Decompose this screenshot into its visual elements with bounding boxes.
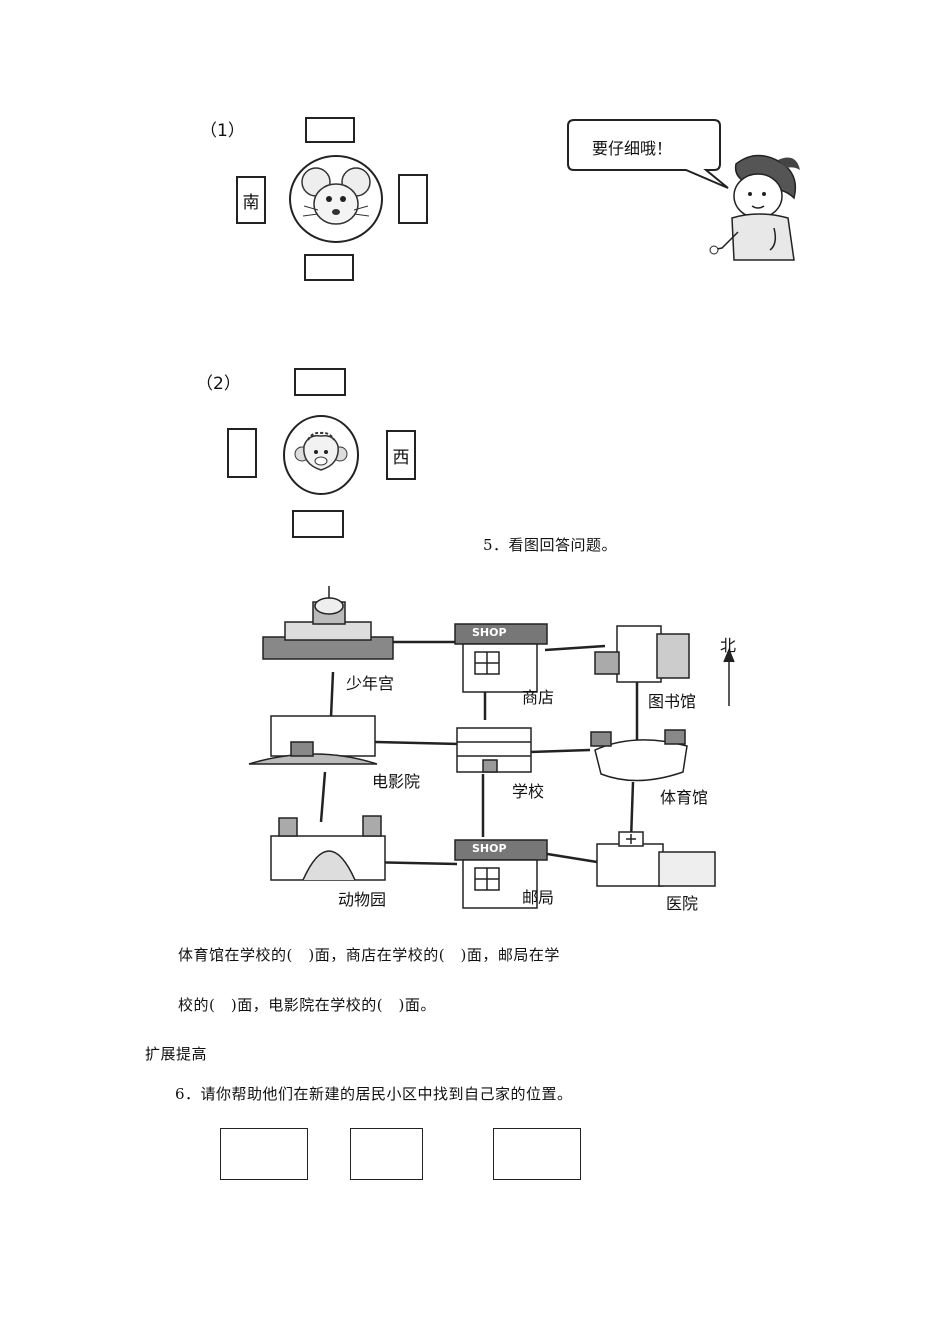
map-label-cinema: 电影院: [372, 772, 421, 791]
map-label-shop: 商店: [522, 688, 555, 707]
q5-title: 5．看图回答问题。: [483, 536, 618, 554]
q6-box-2[interactable]: [350, 1128, 423, 1180]
shop-sign-bottom: SHOP: [472, 842, 507, 855]
map-label-school: 学校: [512, 782, 545, 801]
hospital-building: [596, 831, 716, 887]
part1-number: （1）: [200, 121, 245, 141]
part1-top-box[interactable]: [305, 117, 355, 143]
part2-left-box[interactable]: [227, 428, 257, 478]
speech-bubble: [567, 119, 729, 189]
map-label-zoo: 动物园: [338, 890, 387, 909]
map-label-post-office: 邮局: [522, 888, 555, 907]
post-office-building: [454, 839, 548, 909]
q6-box-3[interactable]: [493, 1128, 581, 1180]
part2-bottom-box[interactable]: [292, 510, 344, 538]
girl-illustration: [709, 154, 800, 261]
map-label-hospital: 医院: [666, 894, 699, 913]
map-label-north: 北: [720, 636, 737, 655]
section-heading: 扩展提高: [145, 1045, 208, 1063]
q6-title: 6．请你帮助他们在新建的居民小区中找到自己家的位置。: [175, 1085, 573, 1103]
part1-right-box[interactable]: [398, 174, 428, 224]
town-map: [248, 586, 735, 909]
zoo-building: [270, 815, 386, 881]
stadium-building: [590, 729, 688, 782]
map-label-youth-palace: 少年宫: [346, 674, 395, 693]
library-building: [594, 625, 690, 683]
part1-left-box[interactable]: 南: [236, 176, 266, 224]
part2-right-box[interactable]: 西: [386, 430, 416, 480]
part2-top-box[interactable]: [294, 368, 346, 396]
q5-sentence-line1: 体育馆在学校的( )面，商店在学校的( )面，邮局在学: [178, 946, 560, 964]
mouse-icon: [289, 155, 383, 243]
school-building: [456, 727, 532, 773]
cinema-building: [248, 715, 378, 765]
sheep-icon: [283, 415, 359, 495]
part2-number: （2）: [196, 374, 241, 394]
map-label-library: 图书馆: [648, 692, 697, 711]
part1-bottom-box[interactable]: [304, 254, 354, 281]
north-arrow: [723, 648, 735, 706]
youth-palace-building: [262, 586, 394, 660]
map-label-stadium: 体育馆: [660, 788, 709, 807]
speech-text: 要仔细哦！: [592, 139, 673, 158]
q6-box-1[interactable]: [220, 1128, 308, 1180]
shop-sign-top: SHOP: [472, 626, 507, 639]
q5-sentence-line2: 校的( )面，电影院在学校的( )面。: [178, 996, 436, 1014]
shop-building: [454, 623, 548, 693]
